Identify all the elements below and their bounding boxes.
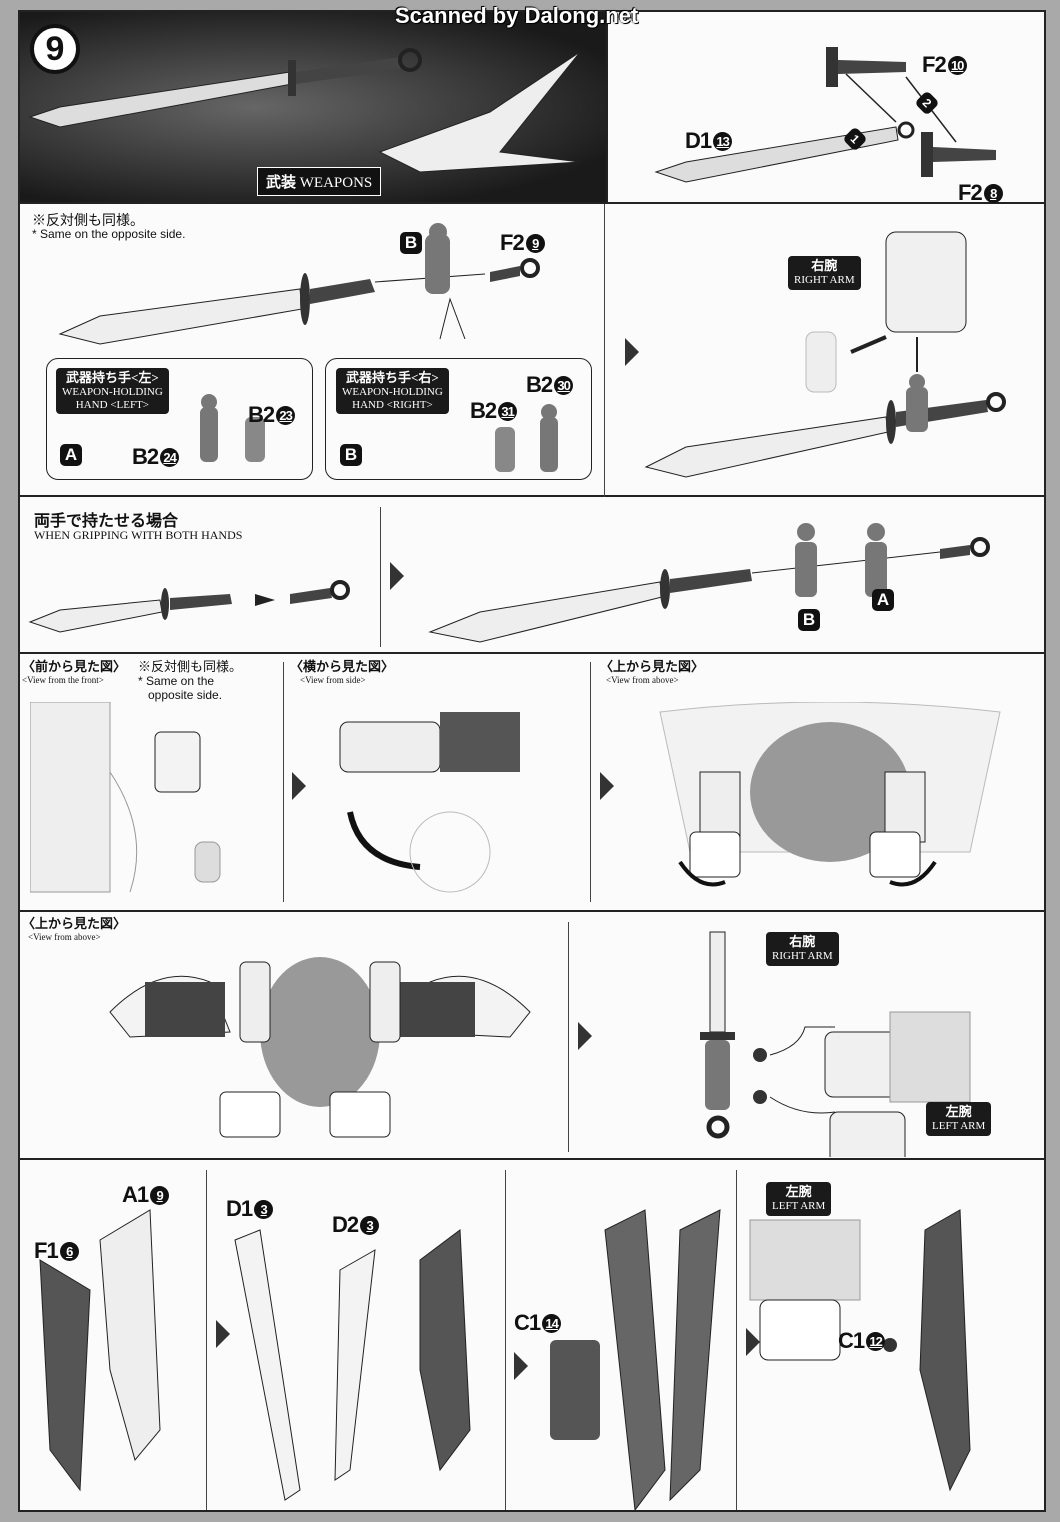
next-arrow: [600, 772, 614, 800]
next-arrow: [390, 562, 404, 590]
step-number-badge: 9: [30, 24, 80, 74]
next-arrow: [292, 772, 306, 800]
row3: [20, 497, 1044, 654]
watermark: Scanned by Dalong.net: [395, 3, 639, 28]
row1-diagram: [654, 47, 996, 183]
both-hands-title-en: WHEN GRIPPING WITH BOTH HANDS: [34, 528, 243, 542]
both-hands-diagram-1: [28, 580, 350, 633]
row4: [20, 654, 1044, 912]
both-hands-title-jp: 両手で持たせる場合: [34, 513, 179, 530]
row2: [20, 204, 1044, 497]
weapons-jp: 武装: [266, 175, 297, 191]
sword-hand-diagram: [58, 223, 540, 345]
weapons-en: WEAPONS: [299, 175, 373, 191]
next-arrow: [625, 338, 639, 366]
divider: [505, 1170, 506, 1510]
divider: [283, 662, 284, 902]
row5: [20, 912, 1044, 1160]
above-view-label-2: 〈上から見た図〉<View from above>: [22, 916, 127, 942]
arm-sword-vertical-diagram: [700, 931, 971, 1157]
sword-illustration: [28, 48, 581, 173]
opposite-side-note: ※反対側も同様。* Same on the opposite side.: [32, 212, 186, 242]
front-view-diagram: [30, 702, 221, 893]
hand-a-badge: A: [60, 444, 82, 466]
hand-a-badge-3: A: [872, 589, 894, 611]
both-hands-diagram-2: [428, 523, 990, 643]
divider: [736, 1170, 737, 1510]
above-view-diagram-2: [109, 957, 531, 1138]
divider: [380, 507, 381, 647]
right-hand-parts: [495, 404, 558, 472]
front-view-label: 〈前から見た図〉<View from the front>: [22, 659, 127, 685]
next-arrow: [578, 1022, 592, 1050]
arm-sword-diagram: [644, 231, 1006, 478]
above-view-label: 〈上から見た図〉<View from above>: [600, 659, 705, 685]
divider: [206, 1170, 207, 1510]
above-view-diagram: [659, 702, 1001, 887]
divider: [568, 922, 569, 1152]
shield-assembly-diagram: [39, 1209, 971, 1512]
left-hand-parts: [200, 394, 265, 462]
row1: [606, 12, 1044, 204]
divider: [604, 204, 605, 497]
weapons-label: 武装 WEAPONS: [257, 167, 382, 196]
divider: [590, 662, 591, 902]
next-arrow: [216, 1320, 230, 1348]
next-arrow: [514, 1352, 528, 1380]
side-view-label: 〈横から見た図〉<View from side>: [290, 659, 395, 685]
left-hand-box: [46, 358, 313, 480]
right-hand-box: [325, 358, 592, 480]
hand-b-badge-2: B: [340, 444, 362, 466]
hand-b-badge: B: [400, 232, 422, 254]
hand-b-badge-3: B: [798, 609, 820, 631]
next-arrow: [746, 1328, 760, 1356]
side-view-diagram: [339, 712, 520, 893]
